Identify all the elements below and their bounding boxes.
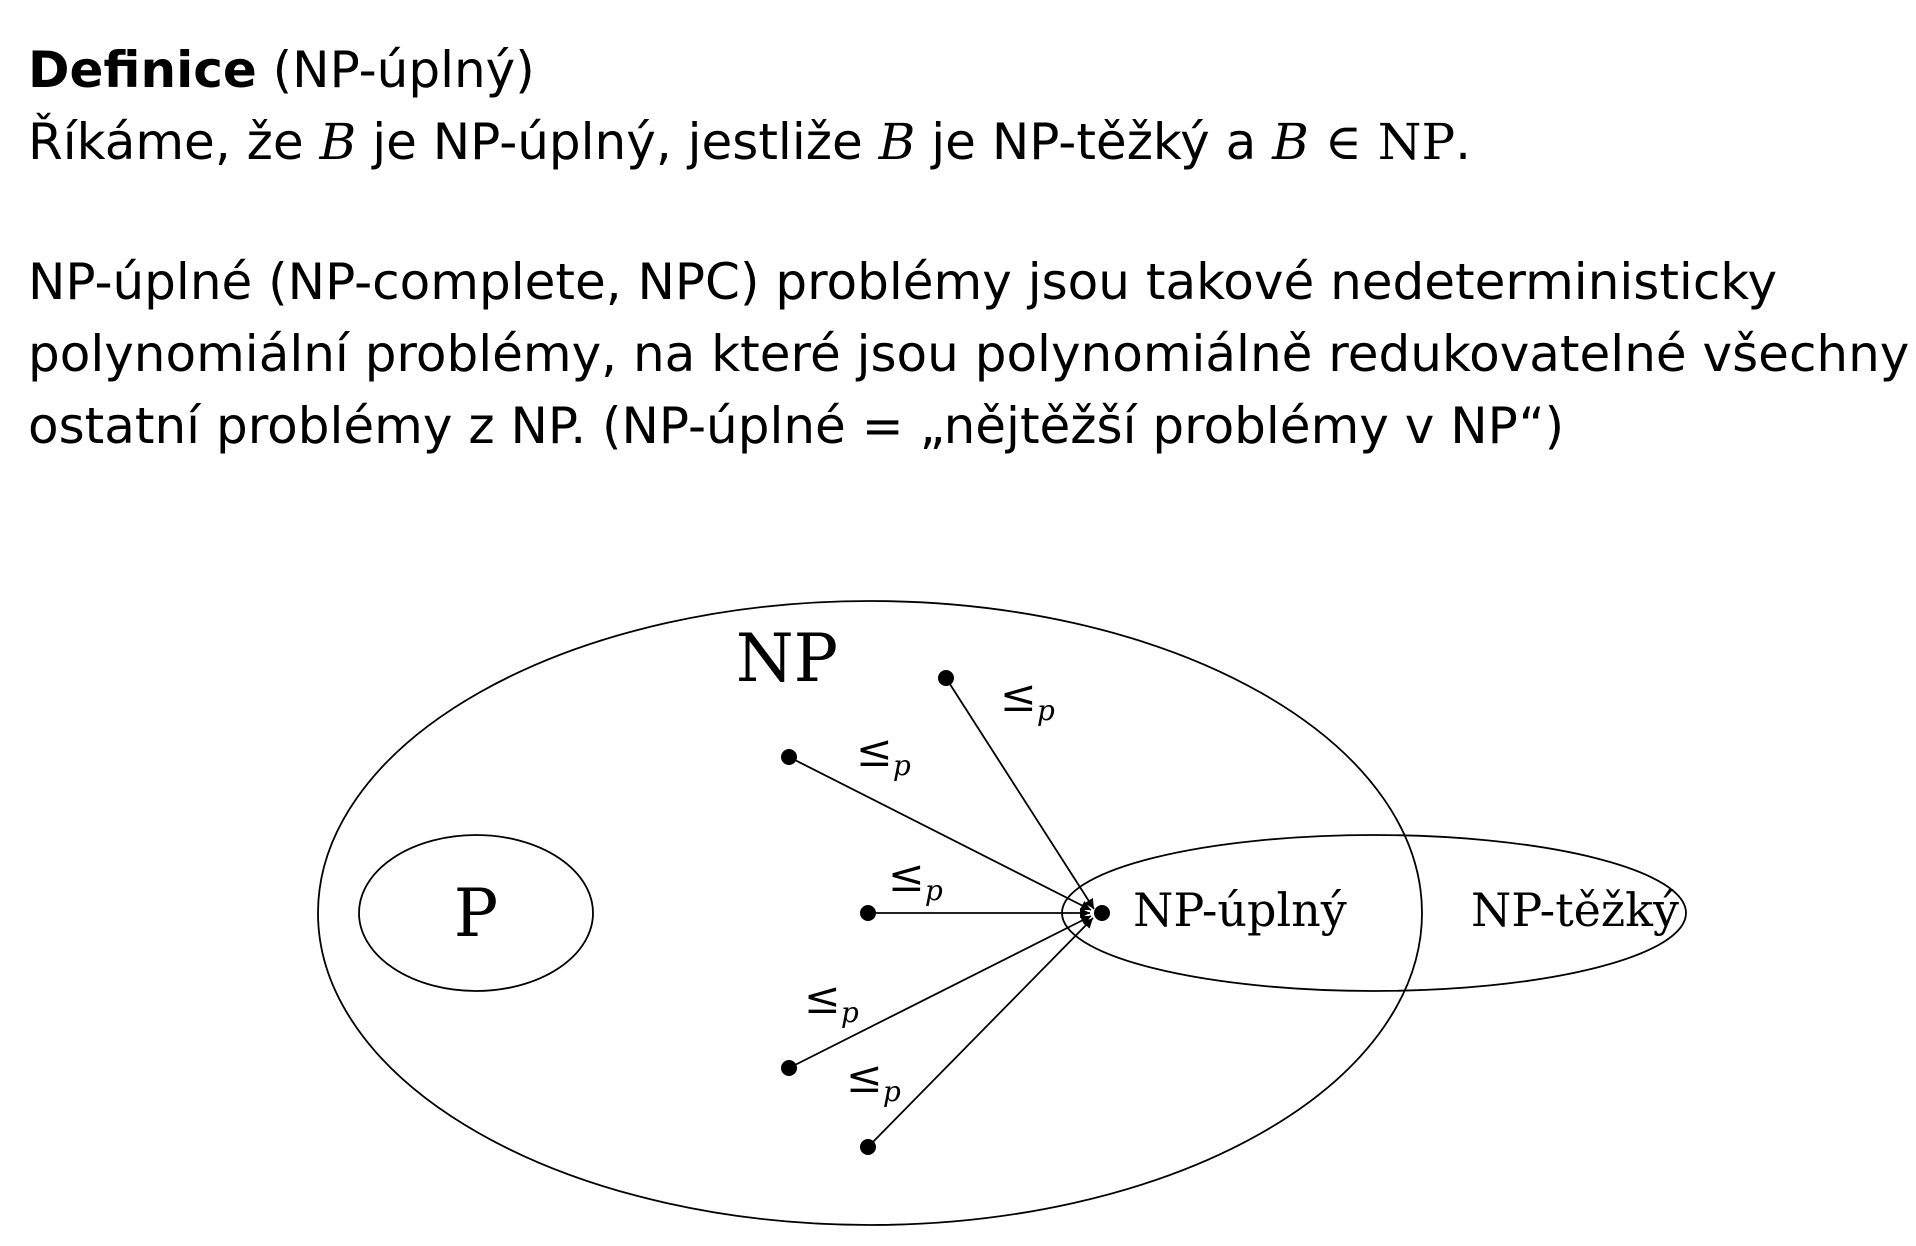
reduction-label: ≤p xyxy=(846,1052,901,1108)
subscript-p: p xyxy=(883,1075,901,1108)
np-complete-label: NP-úplný xyxy=(1133,883,1347,937)
explanation-paragraph: NP-úplné (NP-complete, NPC) problémy jso… xyxy=(28,246,1909,462)
subscript-p: p xyxy=(925,874,943,907)
definition-block: Definice (NP-úplný) Říkáme, že B je NP-ú… xyxy=(28,34,1471,178)
reduction-labels: ≤p ≤p ≤p ≤p ≤p xyxy=(804,671,1055,1108)
source-problem-nodes xyxy=(781,670,954,1155)
np-hard-label: NP-těžký xyxy=(1471,883,1679,937)
math-variable-b: B xyxy=(878,113,916,171)
sentence-period: . xyxy=(1455,113,1472,171)
reduction-arrow xyxy=(945,677,1095,910)
reduction-arrow xyxy=(788,756,1092,911)
sentence-part-1: Říkáme, že xyxy=(28,113,304,171)
definition-heading-paren: (NP-úplný) xyxy=(272,41,535,99)
reduction-arrow xyxy=(867,917,1094,1148)
element-of-symbol: ∈ xyxy=(1324,113,1362,171)
np-set-ellipse xyxy=(317,600,1423,1226)
sentence-part-3: je NP-těžký a xyxy=(931,113,1257,171)
np-complete-node xyxy=(1094,905,1110,921)
explanation-line-2: polynomiální problémy, na které jsou pol… xyxy=(28,325,1910,383)
leq-symbol: ≤ xyxy=(846,1052,883,1103)
explanation-line-3: ostatní problémy z NP. (NP-úplné = „nějt… xyxy=(28,397,1565,455)
leq-symbol: ≤ xyxy=(804,973,841,1024)
subscript-p: p xyxy=(1037,694,1055,727)
leq-symbol: ≤ xyxy=(888,851,925,902)
math-variable-b: B xyxy=(1272,113,1309,171)
definition-title: Definice (NP-úplný) xyxy=(28,34,1471,106)
np-class-symbol: NP xyxy=(1377,113,1456,171)
math-variable-b: B xyxy=(319,113,357,171)
p-label: P xyxy=(454,875,498,952)
reduction-label: ≤p xyxy=(856,726,911,782)
sentence-part-2: je NP-úplný, jestliže xyxy=(372,113,863,171)
problem-node xyxy=(781,749,797,765)
reduction-edges xyxy=(788,677,1095,1148)
reduction-label: ≤p xyxy=(1000,671,1055,727)
reduction-arrow xyxy=(788,915,1092,1069)
leq-symbol: ≤ xyxy=(856,726,893,777)
subscript-p: p xyxy=(841,996,859,1029)
definition-heading: Definice xyxy=(28,41,257,99)
reduction-label: ≤p xyxy=(804,973,859,1029)
p-set-ellipse xyxy=(358,834,594,992)
problem-node xyxy=(781,1060,797,1076)
reduction-label: ≤p xyxy=(888,851,943,907)
problem-node xyxy=(938,670,954,686)
subscript-p: p xyxy=(893,749,911,782)
leq-symbol: ≤ xyxy=(1000,671,1037,722)
definition-sentence: Říkáme, že B je NP-úplný, jestliže B je … xyxy=(28,106,1471,178)
problem-node xyxy=(860,1139,876,1155)
explanation-line-1: NP-úplné (NP-complete, NPC) problémy jso… xyxy=(28,253,1778,311)
np-label: NP xyxy=(736,620,838,697)
problem-node xyxy=(860,905,876,921)
